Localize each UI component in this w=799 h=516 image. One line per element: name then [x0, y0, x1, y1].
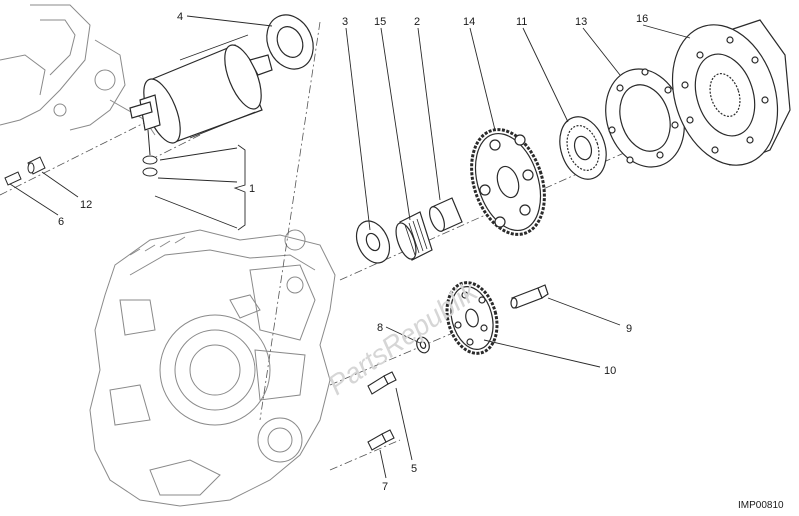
engine-case-drawing — [0, 4, 336, 507]
callout-11: 11 — [516, 16, 527, 28]
leader-lines — [9, 15, 691, 479]
rotor-part-16 — [671, 19, 791, 166]
washer-set-part-1 — [142, 129, 158, 177]
callout-14: 14 — [463, 16, 475, 28]
bolt-part-7 — [367, 429, 395, 451]
shaft-part-9 — [510, 284, 549, 309]
callout-1: 1 — [249, 183, 255, 195]
callout-9: 9 — [626, 323, 632, 335]
callout-16: 16 — [636, 13, 648, 25]
callout-12: 12 — [80, 199, 92, 211]
callout-6: 6 — [58, 216, 64, 228]
callout-7: 7 — [382, 481, 388, 493]
gasket-part-4 — [266, 14, 314, 70]
washer-part-3 — [355, 220, 391, 264]
needle-bearing-part-15 — [395, 211, 433, 261]
callout-3: 3 — [342, 16, 348, 28]
callout-5: 5 — [411, 463, 417, 475]
callout-2: 2 — [414, 16, 420, 28]
spacer-part-12 — [27, 156, 46, 175]
reference-code: IMP00810 — [738, 500, 784, 511]
callout-8: 8 — [377, 322, 383, 334]
gear-part-10 — [445, 281, 499, 355]
callout-labels: 4 3 15 2 14 11 13 16 1 12 6 8 9 10 5 7 — [58, 11, 648, 493]
callout-15: 15 — [374, 16, 386, 28]
nut-part-8 — [416, 336, 430, 354]
starter-motor — [129, 34, 273, 144]
idler-gear-part-14 — [470, 128, 546, 236]
callout-10: 10 — [604, 365, 616, 377]
bolt-part-6 — [4, 171, 22, 186]
bushing-part-2 — [429, 197, 463, 232]
clutch-ring-part-13 — [605, 68, 685, 168]
sprag-clutch-part-11 — [559, 116, 607, 180]
callout-4: 4 — [177, 11, 183, 23]
callout-13: 13 — [575, 16, 587, 28]
bolt-part-5 — [367, 371, 397, 395]
